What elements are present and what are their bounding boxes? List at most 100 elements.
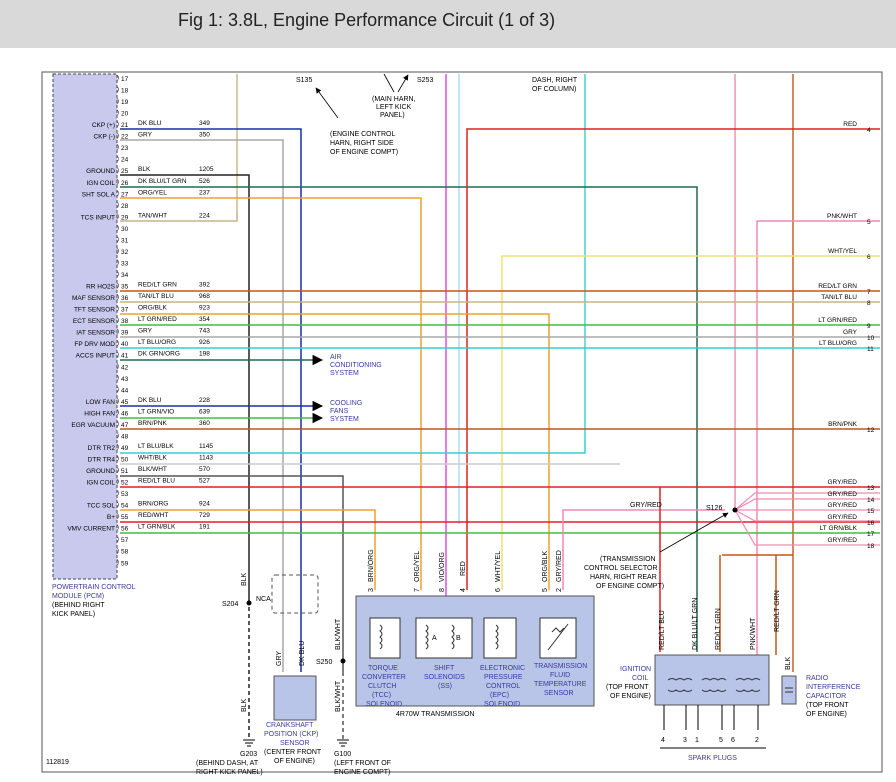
pcm-circuit-number: 224 — [199, 212, 210, 219]
pcm-wire-color: BLK/WHT — [138, 466, 167, 473]
pcm-pin-label: FP DRV MOD — [74, 341, 115, 348]
pcm-pin-label: IAT SENSOR — [76, 330, 115, 337]
pcm-pin-number: 23 — [121, 145, 129, 152]
ign-4: OF ENGINE) — [610, 693, 651, 700]
pcm-pin-number: 21 — [121, 122, 129, 129]
pcm-circuit-number: 729 — [199, 512, 210, 519]
pcm-wire-color: RED/LT BLU — [138, 478, 175, 485]
pcm-circuit-number: 923 — [199, 305, 210, 312]
radio-1: RADIO — [806, 675, 829, 682]
spark-n6: 2 — [755, 737, 759, 744]
pcm-wire-color: TAN/LT BLU — [138, 293, 174, 300]
pcm-pin-label: LOW FAN — [86, 399, 116, 406]
right-wire-label: LT GRN/RED — [818, 317, 857, 324]
pcm-pin-terminal — [116, 74, 119, 82]
pcm-pin-number: 44 — [121, 387, 129, 394]
label-s253: S253 — [417, 77, 433, 84]
ign-3: (TOP FRONT — [606, 684, 649, 691]
right-pin-number: 15 — [867, 508, 875, 515]
pcm-circuit-number: 350 — [199, 132, 210, 139]
pcm-pin-terminal — [116, 305, 119, 312]
tcs-harn-2: CONTROL SELECTOR — [584, 565, 658, 572]
pcm-pin-terminal — [116, 397, 119, 405]
pcm-circuit-number: 198 — [199, 351, 210, 358]
label-s135: S135 — [296, 77, 312, 84]
vlabel-whtyel: WHT/YEL — [495, 551, 502, 582]
ckp-3: SENSOR — [280, 740, 310, 747]
tcs-harn-3: HARN, RIGHT REAR — [590, 574, 657, 581]
radio-5: OF ENGINE) — [806, 711, 847, 718]
pcm-wire-color: DK BLU — [138, 397, 162, 404]
pcm-pin-number: 18 — [121, 88, 129, 95]
pcm-pin-number: 51 — [121, 468, 129, 475]
pcm-wire-color: LT GRN/RED — [138, 316, 177, 323]
vlabel-pnkwht: PNK/WHT — [750, 617, 757, 650]
tcs-harn-1: (TRANSMISSION — [600, 556, 656, 563]
vlabel-dkbluhtgrn: DK BLU/LT GRN — [692, 598, 699, 650]
pcm-circuit-number: 743 — [199, 328, 210, 335]
right-wire-label: WHT/YEL — [828, 248, 857, 255]
pcm-pin-number: 47 — [121, 422, 129, 429]
pcm-pin-terminal — [116, 109, 119, 116]
right-wire-label: RED/LT GRN — [818, 283, 857, 290]
right-wire-label: RED — [843, 121, 857, 128]
pcm-pin-terminal — [116, 409, 119, 416]
vlabel-dkblu: DK BLU — [299, 641, 306, 666]
ckp-1: CRANKSHAFT — [266, 722, 314, 729]
pcm-pin-terminal — [116, 270, 119, 278]
pcm-pin-number: 59 — [121, 560, 129, 567]
spark-label: SPARK PLUGS — [688, 755, 737, 762]
circuit-lines — [120, 128, 880, 740]
pcm-pin-number: 33 — [121, 260, 129, 267]
pcm-circuit-number: 527 — [199, 478, 210, 485]
pcm-pin-number: 43 — [121, 376, 129, 383]
engine-harn-2: HARN, RIGHT SIDE — [330, 140, 394, 147]
vlabel-orgyel: ORG/YEL — [414, 551, 421, 582]
right-wire-label: TAN/LT BLU — [821, 294, 857, 301]
arrow-s253-a — [383, 73, 395, 93]
pcm-pin-terminal — [116, 524, 119, 531]
pcm-pin-number: 20 — [121, 111, 129, 118]
pcm-circuit-number: 360 — [199, 420, 210, 427]
pcm-pin-number: 39 — [121, 330, 129, 337]
pcm-pin-label: TCS INPUT — [81, 214, 115, 221]
pcm-pin-terminal — [116, 363, 119, 370]
shift-2: SOLENOIDS — [424, 674, 465, 681]
pcm-circuit-number: 191 — [199, 524, 210, 531]
pcm-wire-color: ORG/BLK — [138, 305, 168, 312]
radio-3: CAPACITOR — [806, 693, 846, 700]
right-wire-label: GRY/RED — [828, 479, 858, 486]
vlabel-redltblu: RED/LT BLU — [659, 610, 666, 650]
right-pin-number: 13 — [867, 485, 875, 492]
pin-n3: 3 — [368, 588, 375, 592]
pcm-pin-terminal — [116, 166, 119, 174]
pcm-circuit-number: 228 — [199, 397, 210, 404]
pcm-pin-number: 52 — [121, 480, 129, 487]
pcm-pin-terminal — [116, 86, 119, 93]
pcm-circuit-number: 1145 — [199, 443, 213, 450]
diagram-frame — [41, 71, 883, 773]
engine-harn-1: (ENGINE CONTROL — [330, 131, 395, 138]
pcm-wire-color: DK BLU/LT GRN — [138, 178, 187, 185]
right-wire-label: GRY — [843, 329, 858, 336]
pcm-wire-color: RED/WHT — [138, 512, 168, 519]
epc-1: ELECTRONIC — [480, 665, 525, 672]
pcm-pin-label: RR HO2S — [86, 284, 116, 291]
spark-n4: 5 — [719, 737, 723, 744]
pcm-pin-number: 57 — [121, 537, 129, 544]
pcm-wire-color: BLK — [138, 166, 151, 173]
pcm-circuit-number: 237 — [199, 189, 210, 196]
pcm-pin-terminal — [116, 466, 119, 474]
pcm-pin-terminal — [116, 120, 119, 128]
pcm-pin-terminal — [116, 132, 119, 139]
pcm-pin-terminal — [116, 201, 119, 209]
g100-1: G100 — [334, 751, 351, 758]
pcm-wire-color: RED/LT GRN — [138, 282, 177, 289]
pcm-pin-terminal — [116, 374, 119, 382]
pcm-pin-terminal — [116, 351, 119, 358]
right-pin-number: 17 — [867, 531, 875, 538]
pcm-circuit-number: 570 — [199, 466, 210, 473]
vlabel-blkwht: BLK/WHT — [335, 618, 342, 650]
spark-n3: 1 — [695, 737, 699, 744]
pcm-pin-terminal — [116, 432, 119, 439]
